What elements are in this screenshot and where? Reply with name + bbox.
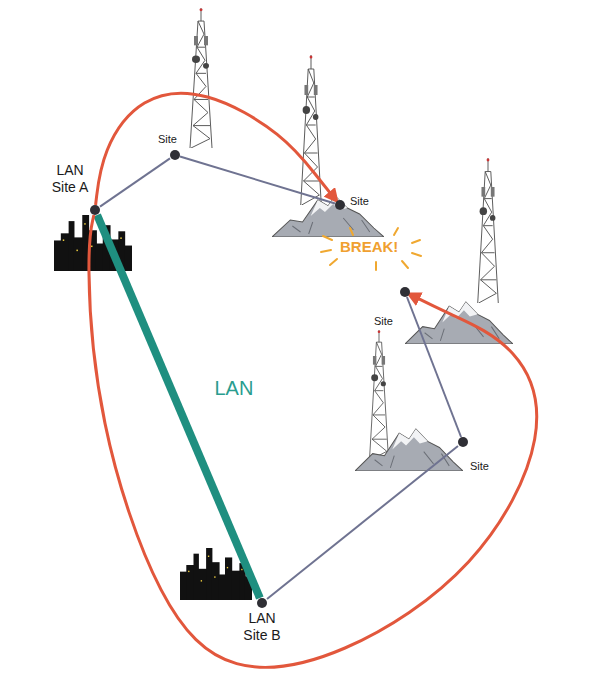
link-line xyxy=(180,157,335,204)
site-node: Site xyxy=(458,437,468,447)
site-label: Site xyxy=(374,314,393,328)
reroute-arrow xyxy=(96,93,336,205)
site-label: LAN Site B xyxy=(237,610,287,644)
site-node: Site xyxy=(335,200,345,210)
site-node: Site xyxy=(400,287,410,297)
site-node: LAN Site A xyxy=(90,205,100,215)
link-line xyxy=(407,297,461,437)
break-label: BREAK! xyxy=(340,238,398,255)
site-label: LAN Site A xyxy=(45,162,95,196)
reroute-arrow xyxy=(89,215,537,667)
site-label: Site xyxy=(158,132,177,146)
link-line xyxy=(100,158,170,206)
mountain xyxy=(355,429,463,471)
link-line xyxy=(97,215,260,598)
link-label: LAN xyxy=(215,377,254,400)
radio-tower xyxy=(478,158,499,303)
site-node: Site xyxy=(170,150,180,160)
site-node: LAN Site B xyxy=(257,598,267,608)
site-label: Site xyxy=(470,459,489,473)
radio-tower xyxy=(369,330,388,460)
radio-tower xyxy=(190,8,212,148)
break-rays xyxy=(321,228,421,270)
site-label: Site xyxy=(350,194,369,208)
radio-tower xyxy=(301,55,322,205)
link-line xyxy=(267,446,458,599)
